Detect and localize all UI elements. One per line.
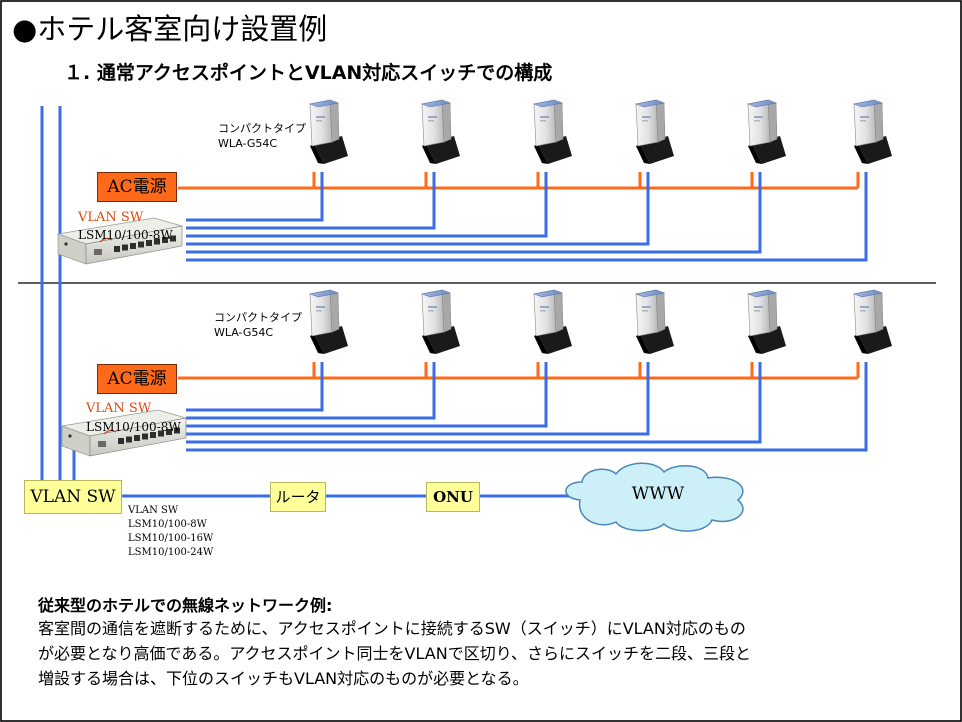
access-point-icon [309,289,349,355]
ac-power-box: AC電源 [97,172,177,202]
access-point-icon [853,99,893,165]
slide-subtitle: １. 通常アクセスポイントとVLAN対応スイッチでの構成 [64,62,553,84]
access-points-lower [309,289,893,355]
lan-cables-upper [186,172,868,262]
power-cables-lower [178,362,860,380]
ap-model-label: コンパクトタイプ WLA-G54C [218,121,306,151]
ap-type: コンパクトタイプ [218,122,306,135]
description-line: が必要となり高価である。アクセスポイント同士をVLANで区切り、さらにスイッチを… [38,644,752,663]
lan-cables-lower [186,362,868,452]
description-line: 増設する場合は、下位のスイッチもVLAN対応のものが必要となる。 [38,669,529,688]
access-point-icon [309,99,349,165]
ap-type: コンパクトタイプ [214,311,302,324]
ap-model: WLA-G54C [214,326,274,339]
description-body: 客室間の通信を遮断するために、アクセスポイントに接続するSW（スイッチ）にVLA… [38,616,918,691]
core-switch-model: VLAN SW [128,505,179,516]
access-point-icon [853,289,893,355]
switch-label: VLAN SW [86,401,152,416]
router-box: ルータ [270,482,326,512]
access-points-upper [309,99,893,165]
trunk-cables [40,106,76,480]
switch-model: LSM10/100-8W [78,228,173,242]
onu-box: ONU [426,482,480,512]
description-line: 客室間の通信を遮断するために、アクセスポイントに接続するSW（スイッチ）にVLA… [38,619,746,638]
core-switch-model: LSM10/100-24W [128,547,214,558]
ap-model-label: コンパクトタイプ WLA-G54C [214,310,302,340]
access-point-icon [635,99,675,165]
access-point-icon [533,289,573,355]
access-point-icon [533,99,573,165]
slide-title: ●ホテル客室向け設置例 [12,12,328,46]
switch-label: VLAN SW [78,210,144,225]
ap-model: WLA-G54C [218,137,278,150]
access-point-icon [421,99,461,165]
core-switch-models: VLAN SW LSM10/100-8W LSM10/100-16W LSM10… [128,504,213,560]
core-switch-model: LSM10/100-16W [128,533,214,544]
core-switch-model: LSM10/100-8W [128,519,207,530]
ac-power-box: AC電源 [97,364,177,394]
description-heading: 従来型のホテルでの無線ネットワーク例: [38,596,333,615]
access-point-icon [635,289,675,355]
power-cables-upper [178,172,860,190]
access-point-icon [747,99,787,165]
cloud-icon [565,462,744,532]
access-point-icon [421,289,461,355]
access-point-icon [747,289,787,355]
internet-label: WWW [631,484,685,504]
switch-model: LSM10/100-8W [86,420,181,434]
core-vlan-switch-box: VLAN SW [24,480,122,514]
